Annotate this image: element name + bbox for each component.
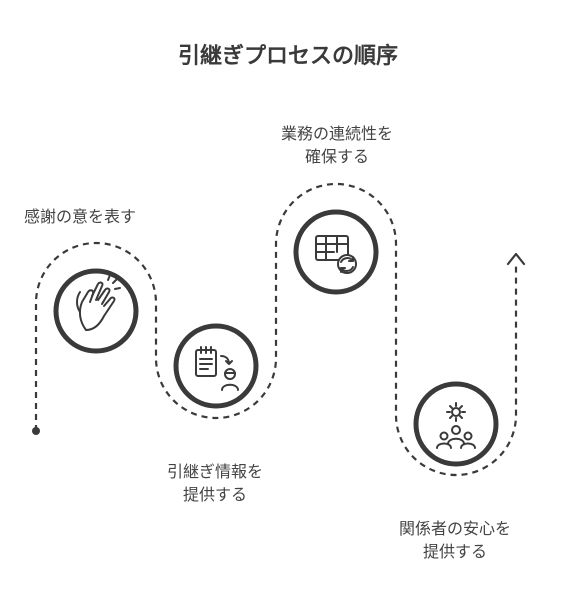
step-4-label-line-1: 関係者の安心を (398, 519, 511, 538)
step-2-label-line-1: 引継ぎ情報を (166, 462, 263, 481)
diagram-title: 引継ぎプロセスの順序 (177, 44, 398, 69)
step-2-node (173, 323, 259, 409)
clipboard-person-icon (195, 346, 239, 391)
process-flow-path (34, 182, 518, 477)
step-2-label-line-2: 提供する (182, 485, 247, 504)
gear-people-icon (436, 402, 476, 449)
step-1-label: 感謝の意を表す (24, 205, 136, 228)
step-3-label-line-2: 確保する (304, 147, 369, 166)
step-3-label: 業務の連続性を 確保する (262, 122, 412, 168)
step-3-label-line-1: 業務の連続性を (280, 124, 393, 143)
path-start-dot (32, 427, 40, 435)
step-1-node (53, 268, 139, 354)
step-2-label: 引継ぎ情報を 提供する (140, 460, 290, 506)
clapping-hands-icon (76, 274, 121, 331)
table-refresh-icon (315, 235, 357, 274)
step-4-label: 関係者の安心を 提供する (380, 517, 530, 563)
path-end-arrow-icon (506, 252, 526, 266)
step-3-node (293, 209, 379, 295)
step-1-label-line-1: 感謝の意を表す (24, 207, 137, 226)
step-4-label-line-2: 提供する (422, 542, 487, 561)
step-4-node (413, 381, 499, 467)
